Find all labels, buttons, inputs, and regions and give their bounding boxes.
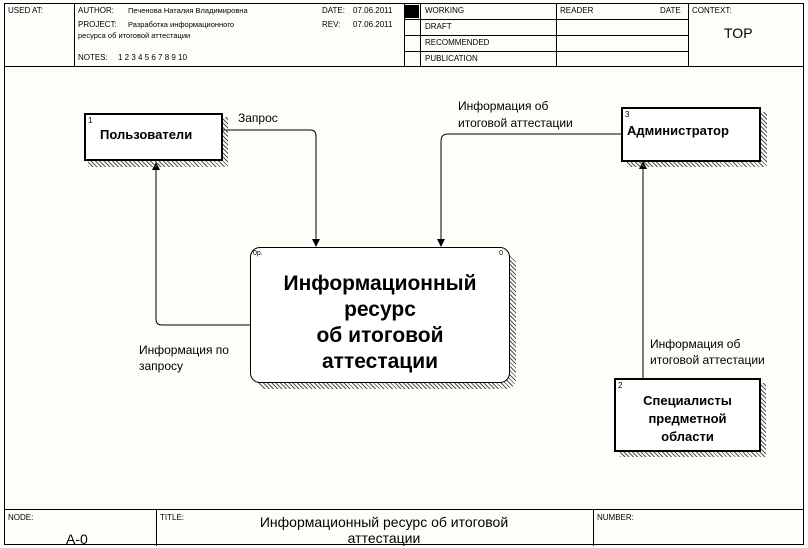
project-label: PROJECT: <box>78 20 117 29</box>
diagram-title: Информационный ресурс об итоговой аттест… <box>259 514 509 546</box>
label-user-info-2: запросу <box>139 359 184 373</box>
author-value: Печенова Наталия Владимировна <box>128 6 248 15</box>
reader-date-label: DATE <box>660 6 681 15</box>
idef-footer: NODE: A-0 TITLE: Информационный ресурс о… <box>4 509 804 547</box>
title-label: TITLE: <box>160 513 185 522</box>
label-admin-info-2: итоговой аттестации <box>458 116 573 130</box>
entity-users[interactable]: 1 Пользователи <box>84 113 223 161</box>
author-label: AUTHOR: <box>78 6 114 15</box>
reader-label: READER <box>560 6 594 15</box>
date-value: 07.06.2011 <box>353 6 393 15</box>
status-publication: PUBLICATION <box>425 54 478 63</box>
function-box[interactable]: 0р. 0 Информационный ресурс об итоговой … <box>250 247 510 383</box>
status-working: WORKING <box>425 6 465 15</box>
function-title-line1: Информационный <box>283 272 477 295</box>
entity-admin-label: Администратор <box>627 123 729 138</box>
status-recommended: RECOMMENDED <box>425 38 490 47</box>
entity-users-label: Пользователи <box>100 127 193 142</box>
date-label: DATE: <box>322 6 345 15</box>
label-user-info-1: Информация по <box>139 343 229 357</box>
label-spec-info-2: итоговой аттестации <box>650 353 765 367</box>
arrow-admin-info <box>437 133 622 247</box>
function-corner-left: 0р. <box>253 250 263 257</box>
entity-users-number: 1 <box>88 116 93 125</box>
function-title-line4: аттестации <box>321 350 439 373</box>
arrow-request <box>222 129 320 247</box>
status-working-indicator <box>405 5 419 18</box>
used-at-label: USED AT: <box>8 6 43 15</box>
idef-header: USED AT: AUTHOR: Печенова Наталия Владим… <box>4 3 804 67</box>
context-value: TOP <box>724 25 753 41</box>
node-label: NODE: <box>8 513 34 522</box>
project-line2: ресурса об итоговой аттестации <box>78 31 191 40</box>
entity-admin-number: 3 <box>625 110 630 119</box>
function-title-line2: ресурс <box>344 298 416 321</box>
arrow-user-info <box>152 162 250 326</box>
status-draft: DRAFT <box>425 22 452 31</box>
entity-specialists-label: Специалисты предметной области <box>643 393 732 444</box>
notes-values: 1 2 3 4 5 6 7 8 9 10 <box>118 53 187 62</box>
label-spec-info-1: Информация об <box>650 337 741 351</box>
number-label: NUMBER: <box>597 513 634 522</box>
entity-admin[interactable]: 3 Администратор <box>621 107 761 162</box>
context-label: CONTEXT: <box>692 6 732 15</box>
entity-specialists-number: 2 <box>618 381 623 390</box>
notes-label: NOTES: <box>78 53 108 62</box>
entity-specialists[interactable]: 2 Специалисты предметной области <box>614 378 761 452</box>
label-admin-info-1: Информация об <box>458 99 549 113</box>
function-corner-right: 0 <box>499 250 503 257</box>
rev-label: REV: <box>322 20 341 29</box>
node-value: A-0 <box>66 531 88 547</box>
function-title-line3: об итоговой <box>316 324 444 347</box>
label-request: Запрос <box>238 111 278 125</box>
project-line1: Разработка информационного <box>128 20 235 29</box>
rev-value: 07.06.2011 <box>353 20 393 29</box>
